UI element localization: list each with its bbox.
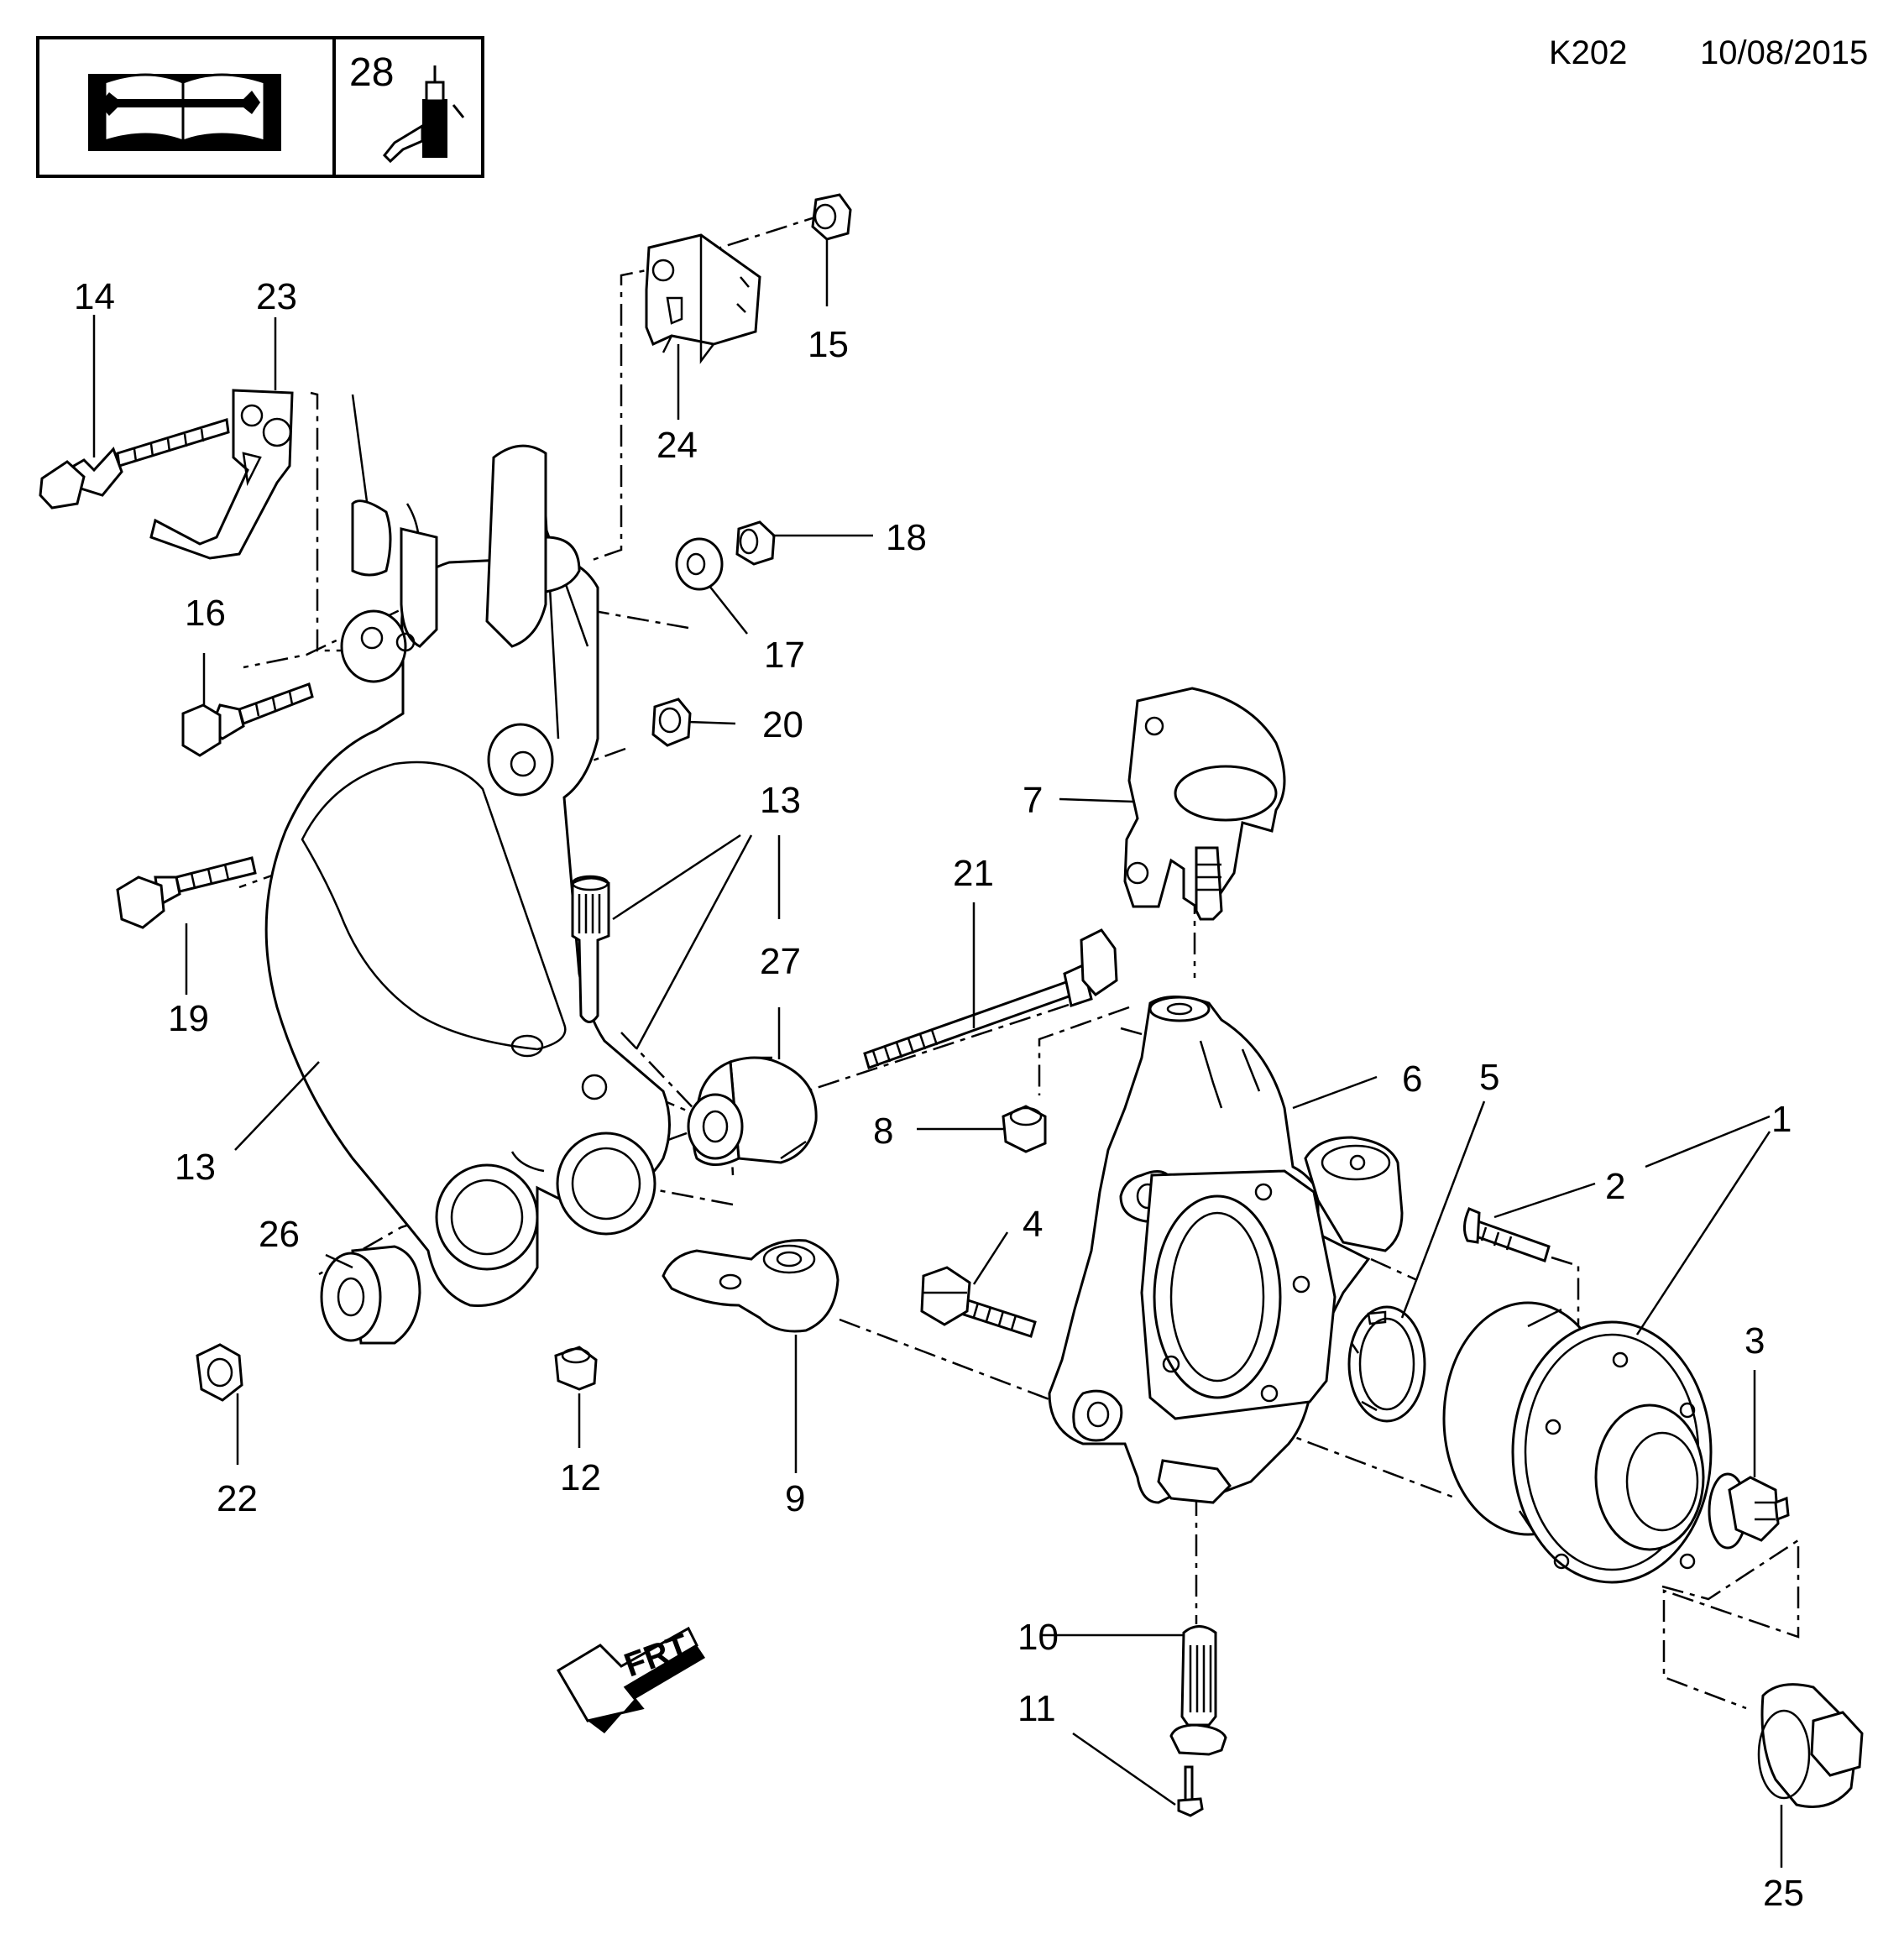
diagram-code: K202 <box>1549 34 1627 71</box>
part-label-7: 7 <box>1023 780 1043 821</box>
bracket-24 <box>645 233 761 364</box>
bolt-21 <box>863 928 1118 1069</box>
washer-17 <box>675 537 724 591</box>
part-label-24: 24 <box>656 425 698 466</box>
part-label-15: 15 <box>808 324 849 365</box>
part-label-1: 1 <box>1771 1099 1792 1140</box>
part-label-9: 9 <box>785 1478 805 1519</box>
bracket-23 <box>149 389 294 560</box>
bolt-16 <box>181 682 314 757</box>
part-label-14: 14 <box>74 276 115 317</box>
bolt-19 <box>116 856 257 929</box>
legend-box: 28 <box>36 36 484 178</box>
steering-knuckle-6 <box>1048 996 1404 1504</box>
control-arm <box>264 394 671 1307</box>
nut-15 <box>811 193 852 241</box>
leader-lines <box>92 239 1783 1868</box>
part-label-11: 11 <box>1017 1688 1056 1729</box>
bushing-26 <box>320 1245 421 1345</box>
part-label-4: 4 <box>1023 1204 1043 1245</box>
circlip-5 <box>1347 1305 1426 1423</box>
pin-10 <box>1169 1625 1227 1756</box>
part-label-16: 16 <box>185 593 226 634</box>
nut-22 <box>196 1343 243 1402</box>
bolt-14 <box>39 418 230 510</box>
part-labels: 1 2 3 4 5 6 7 8 9 10 11 12 13 13 14 15 1… <box>74 276 1804 1914</box>
part-label-3: 3 <box>1744 1320 1765 1362</box>
part-label-25: 25 <box>1763 1873 1804 1914</box>
hub-nut-3 <box>1708 1472 1790 1550</box>
part-label-20: 20 <box>762 704 803 745</box>
part-label-27: 27 <box>760 941 801 982</box>
legend-box-number: 28 <box>349 50 394 95</box>
part-label-10: 10 <box>1017 1617 1059 1658</box>
part-label-26: 26 <box>259 1214 300 1255</box>
part-label-13-arm: 13 <box>175 1147 216 1188</box>
hub-bearing-1 <box>1442 1301 1713 1584</box>
nut-12 <box>554 1346 598 1391</box>
diagram-date: 10/08/2015 <box>1700 34 1868 71</box>
hub-cap-25 <box>1757 1683 1864 1808</box>
part-label-8: 8 <box>873 1111 893 1152</box>
nut-20 <box>651 698 692 747</box>
bushing-27 <box>687 1056 818 1166</box>
part-label-21: 21 <box>953 853 994 894</box>
part-label-23: 23 <box>256 276 297 317</box>
part-label-22: 22 <box>217 1478 258 1519</box>
ball-joint-7 <box>1123 687 1286 921</box>
part-label-18: 18 <box>886 517 927 558</box>
part-label-6: 6 <box>1402 1058 1422 1100</box>
nut-18 <box>735 520 776 566</box>
front-direction-arrow: FRT <box>556 1626 705 1733</box>
screw-11 <box>1177 1765 1204 1817</box>
part-label-17: 17 <box>764 635 805 676</box>
part-label-13-upper: 13 <box>760 780 801 821</box>
nut-8 <box>1002 1105 1047 1153</box>
service-manual-icon <box>88 73 281 151</box>
threadlock-bottle-icon <box>382 65 465 164</box>
link-9 <box>662 1239 840 1333</box>
part-label-5: 5 <box>1479 1057 1499 1098</box>
part-label-19: 19 <box>168 998 209 1039</box>
part-label-12: 12 <box>560 1457 601 1498</box>
stud-13 <box>571 875 610 1023</box>
bolt-4 <box>920 1266 1037 1338</box>
stud-2 <box>1463 1207 1551 1262</box>
part-label-2: 2 <box>1605 1166 1625 1207</box>
